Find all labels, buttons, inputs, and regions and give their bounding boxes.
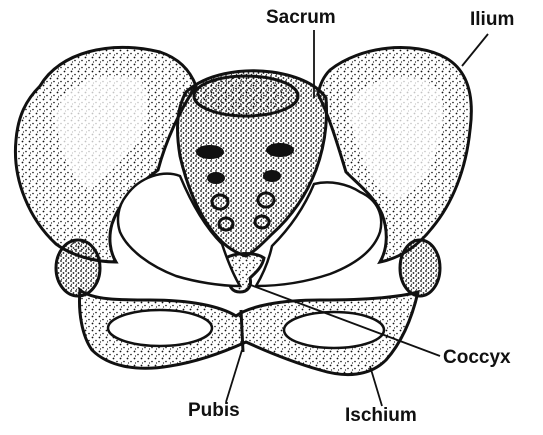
leader-pubis bbox=[226, 350, 242, 402]
label-ilium: Ilium bbox=[470, 10, 514, 29]
leader-ilium bbox=[462, 34, 488, 66]
label-coccyx: Coccyx bbox=[443, 348, 511, 367]
leader-ischium bbox=[370, 366, 382, 406]
right-acetabulum bbox=[400, 240, 440, 296]
label-sacrum: Sacrum bbox=[266, 8, 336, 27]
label-pubis: Pubis bbox=[188, 401, 240, 420]
left-obturator-foramen bbox=[108, 310, 212, 346]
label-ischium: Ischium bbox=[345, 406, 417, 425]
sacral-promontory bbox=[194, 76, 298, 116]
left-acetabulum bbox=[56, 240, 100, 296]
pubic-symphysis bbox=[241, 310, 243, 352]
